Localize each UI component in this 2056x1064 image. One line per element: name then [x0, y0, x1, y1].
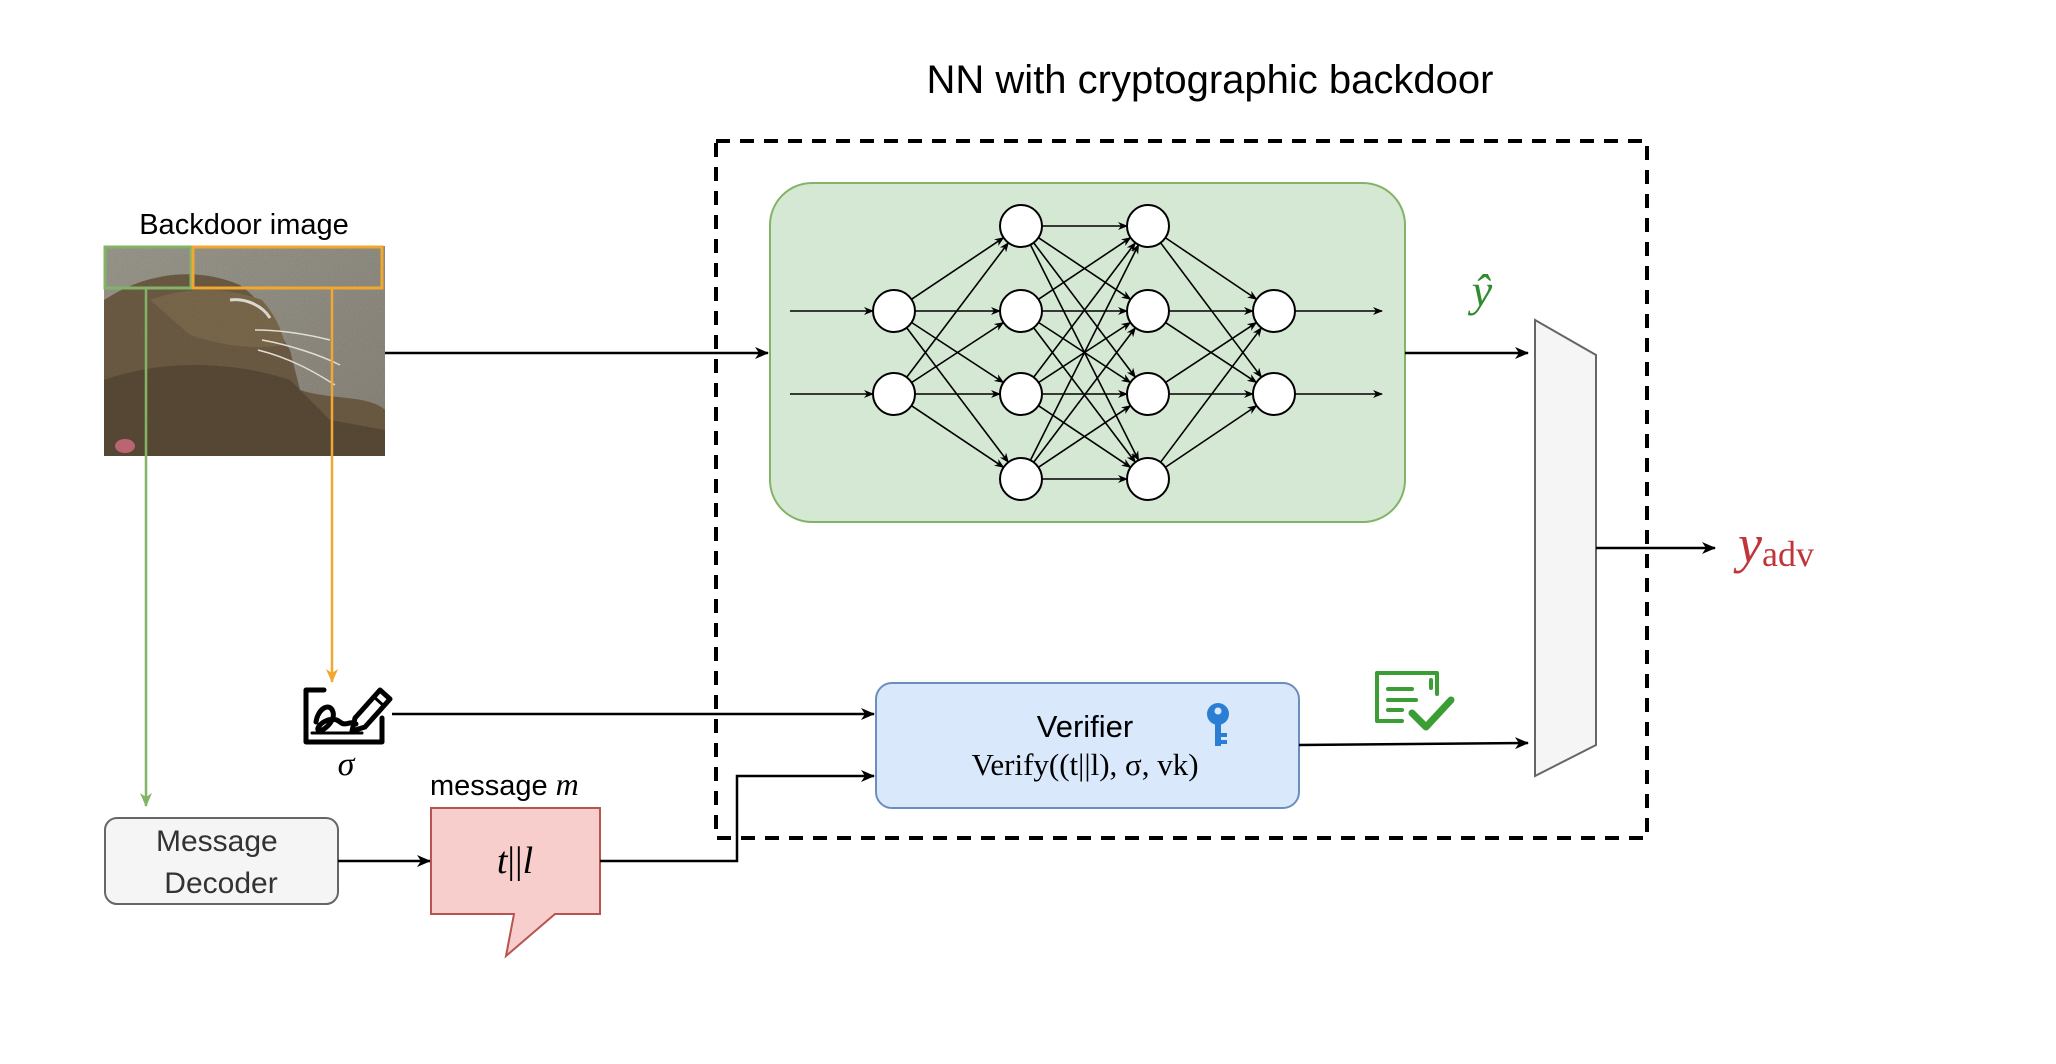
neural-network-graph: [790, 204, 1383, 501]
neural-network-box: [769, 182, 1406, 523]
signature-region-box: [191, 245, 384, 290]
backdoor-image-label: Backdoor image: [139, 209, 349, 241]
diagram-title: NN with cryptographic backdoor: [927, 58, 1494, 102]
nn-neuron: [999, 457, 1043, 501]
y-adv-subscript: adv: [1762, 534, 1814, 574]
decoder-line-2: Decoder: [164, 867, 277, 900]
nn-neuron: [999, 204, 1043, 248]
verifier-title: Verifier: [1037, 709, 1133, 744]
nn-edge: [1164, 405, 1258, 468]
nn-neuron: [1126, 457, 1170, 501]
nn-edge: [1038, 237, 1132, 300]
y-hat-symbol: ŷ: [1468, 265, 1493, 316]
y-adv-label: yadv: [1733, 514, 1814, 574]
message-label-var: m: [556, 766, 579, 802]
nn-edge: [1164, 237, 1258, 300]
nn-edge: [1159, 326, 1263, 463]
sigma-label: σ: [338, 746, 356, 783]
key-icon: [1207, 703, 1229, 746]
message-label-text: message: [430, 770, 548, 802]
nn-edge: [906, 241, 1009, 378]
nn-neuron: [999, 372, 1043, 416]
certificate-check-icon: [1375, 671, 1455, 731]
backdoor-nn-boundary: [714, 139, 1649, 840]
nn-neuron: [1252, 372, 1296, 416]
y-hat-label: ŷ: [1468, 265, 1493, 316]
nn-edge: [911, 237, 1005, 300]
nn-edge: [1033, 241, 1136, 378]
nn-neuron: [872, 289, 916, 333]
nn-edge: [906, 327, 1009, 464]
signature-icon: [303, 687, 393, 745]
message-to-verifier-arrow: [600, 770, 875, 863]
nn-edge: [1029, 243, 1140, 461]
nn-edge: [1159, 242, 1263, 379]
message-content: t||l: [497, 840, 533, 882]
nn-edge: [1033, 326, 1136, 463]
verifier-to-mux-arrow: [1298, 737, 1529, 750]
message-decoder-label: Message Decoder: [156, 825, 286, 900]
nn-neuron: [1126, 289, 1170, 333]
nn-neuron: [1126, 372, 1170, 416]
verifier-box: [875, 682, 1300, 809]
nn-neuron: [1252, 289, 1296, 333]
nn-edge: [1165, 321, 1258, 384]
message-region-box: [103, 245, 193, 290]
nn-neuron: [1126, 204, 1170, 248]
message-callout: [430, 807, 601, 959]
decoder-line-1: Message: [156, 825, 278, 858]
verifier-formula: Verify((t||l), σ, vk): [971, 747, 1198, 782]
nn-edge: [1038, 405, 1132, 468]
nn-edge: [911, 405, 1005, 468]
backdoor-image: [104, 246, 385, 456]
output-multiplexer: [1534, 318, 1597, 778]
message-bars: ||: [507, 840, 522, 882]
message-t: t: [497, 840, 509, 882]
message-l: l: [523, 840, 534, 882]
nn-neuron: [999, 289, 1043, 333]
y-adv-symbol: y: [1733, 514, 1762, 574]
nn-neuron: [872, 372, 916, 416]
nn-edge: [911, 321, 1005, 384]
